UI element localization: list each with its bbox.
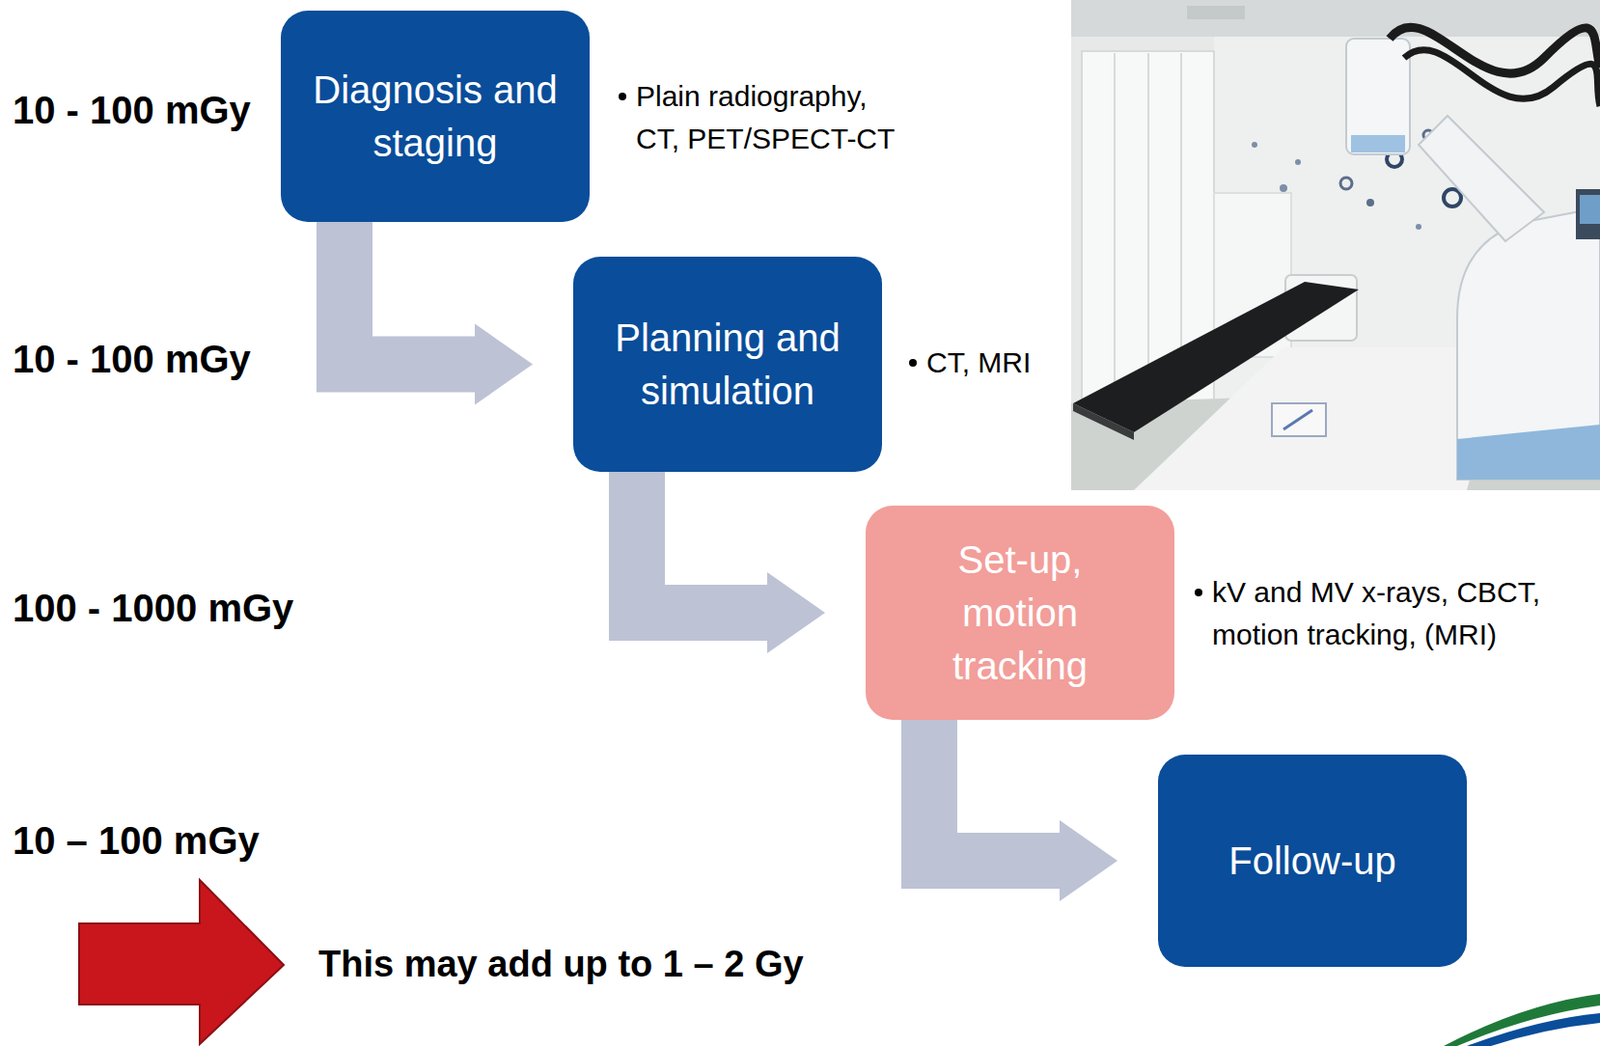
modality-list: kV and MV x-rays, CBCT, motion tracking,… (1212, 571, 1562, 657)
dose-label: 10 - 100 mGy (12, 335, 251, 383)
arrow-shaft (636, 471, 768, 613)
red-arrow (79, 880, 284, 1045)
process-box: Planning and simulation (573, 256, 883, 472)
treatment-room-photo (1071, 0, 1600, 491)
highlight-box: Set-up, motion tracking (865, 505, 1175, 720)
box-title: Follow-up (1228, 834, 1396, 888)
logo-swoosh (1443, 993, 1600, 1046)
box-title: Set-up, motion tracking (904, 533, 1136, 693)
flow-arrow (344, 221, 533, 406)
process-box: Diagnosis and staging (280, 10, 590, 222)
arrow-head (767, 572, 826, 654)
process-box: Follow-up (1158, 754, 1467, 967)
flow-arrow (636, 471, 826, 654)
arrow-shaft (929, 719, 1060, 861)
dose-label: 10 - 100 mGy (12, 86, 251, 134)
total-dose-note: This may add up to 1 – 2 Gy (318, 942, 804, 988)
modality-list: CT, MRI (926, 341, 1120, 385)
box-title: Diagnosis and staging (300, 63, 571, 170)
bullet-dot (618, 92, 627, 101)
bullet-dot (1194, 588, 1203, 597)
box-title: Planning and simulation (592, 311, 863, 418)
dose-label: 100 - 1000 mGy (12, 584, 294, 632)
bullet-dot (909, 358, 917, 367)
arrow-head (474, 324, 533, 406)
arrow-shaft (344, 221, 475, 365)
dose-label: 10 – 100 mGy (12, 817, 260, 864)
flow-arrow (929, 719, 1118, 902)
modality-list: Plain radiography, CT, PET/SPECT-CT (635, 75, 918, 161)
arrow-head (1059, 820, 1118, 902)
